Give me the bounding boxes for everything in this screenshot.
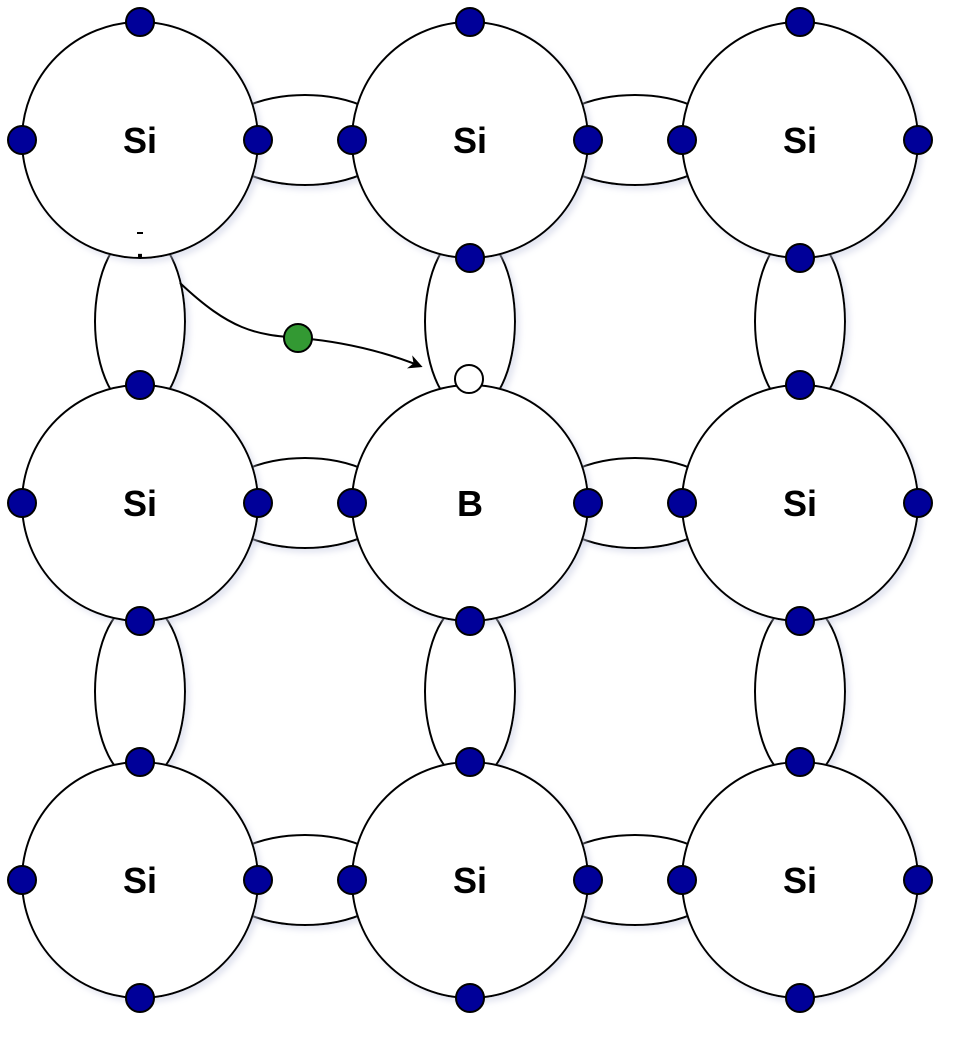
atom-label: B xyxy=(457,483,483,524)
valence-electron xyxy=(785,606,815,636)
atom-label: Si xyxy=(453,120,487,161)
valence-electron xyxy=(7,488,37,518)
valence-electron xyxy=(243,125,273,155)
moving-electron xyxy=(283,323,313,353)
valence-electron xyxy=(337,865,367,895)
atom-label: Si xyxy=(783,120,817,161)
atom-silicon: Si xyxy=(21,21,259,259)
valence-electron xyxy=(7,865,37,895)
valence-electron xyxy=(125,606,155,636)
atom-label: Si xyxy=(783,860,817,901)
hole xyxy=(454,364,484,394)
atom-label: Si xyxy=(453,860,487,901)
valence-electron xyxy=(667,865,697,895)
valence-electron xyxy=(573,125,603,155)
valence-electron xyxy=(125,370,155,400)
valence-electron xyxy=(7,125,37,155)
valence-electron xyxy=(785,370,815,400)
atom-label: Si xyxy=(123,860,157,901)
atom-silicon: Si xyxy=(21,384,259,622)
atom-label: Si xyxy=(783,483,817,524)
valence-electron xyxy=(667,125,697,155)
atom-silicon: Si xyxy=(21,761,259,999)
valence-electron xyxy=(667,488,697,518)
valence-electron xyxy=(125,747,155,777)
valence-electron xyxy=(125,7,155,37)
electron-transfer: . xyxy=(136,232,484,394)
valence-electron xyxy=(903,125,933,155)
valence-electron xyxy=(455,243,485,273)
valence-electron xyxy=(243,488,273,518)
valence-electron xyxy=(785,7,815,37)
valence-electron xyxy=(785,747,815,777)
valence-electron xyxy=(903,488,933,518)
valence-electron xyxy=(785,983,815,1013)
atom-silicon: Si xyxy=(351,761,589,999)
bond-layer xyxy=(94,94,846,926)
valence-electron xyxy=(785,243,815,273)
valence-electron xyxy=(337,125,367,155)
atom-silicon: Si xyxy=(681,761,919,999)
valence-electron xyxy=(573,865,603,895)
atom-label: Si xyxy=(123,483,157,524)
valence-electron xyxy=(903,865,933,895)
valence-electron xyxy=(455,983,485,1013)
valence-electron xyxy=(455,747,485,777)
electron-layer xyxy=(7,7,933,1013)
atom-silicon: Si xyxy=(681,384,919,622)
atom-silicon: Si xyxy=(681,21,919,259)
atom-boron: B xyxy=(351,384,589,622)
valence-electron xyxy=(455,606,485,636)
valence-electron xyxy=(573,488,603,518)
vacancy-note: . xyxy=(136,233,144,264)
valence-electron xyxy=(125,983,155,1013)
valence-electron xyxy=(243,865,273,895)
atom-silicon: Si xyxy=(351,21,589,259)
valence-electron xyxy=(455,7,485,37)
atom-label: Si xyxy=(123,120,157,161)
valence-electron xyxy=(337,488,367,518)
